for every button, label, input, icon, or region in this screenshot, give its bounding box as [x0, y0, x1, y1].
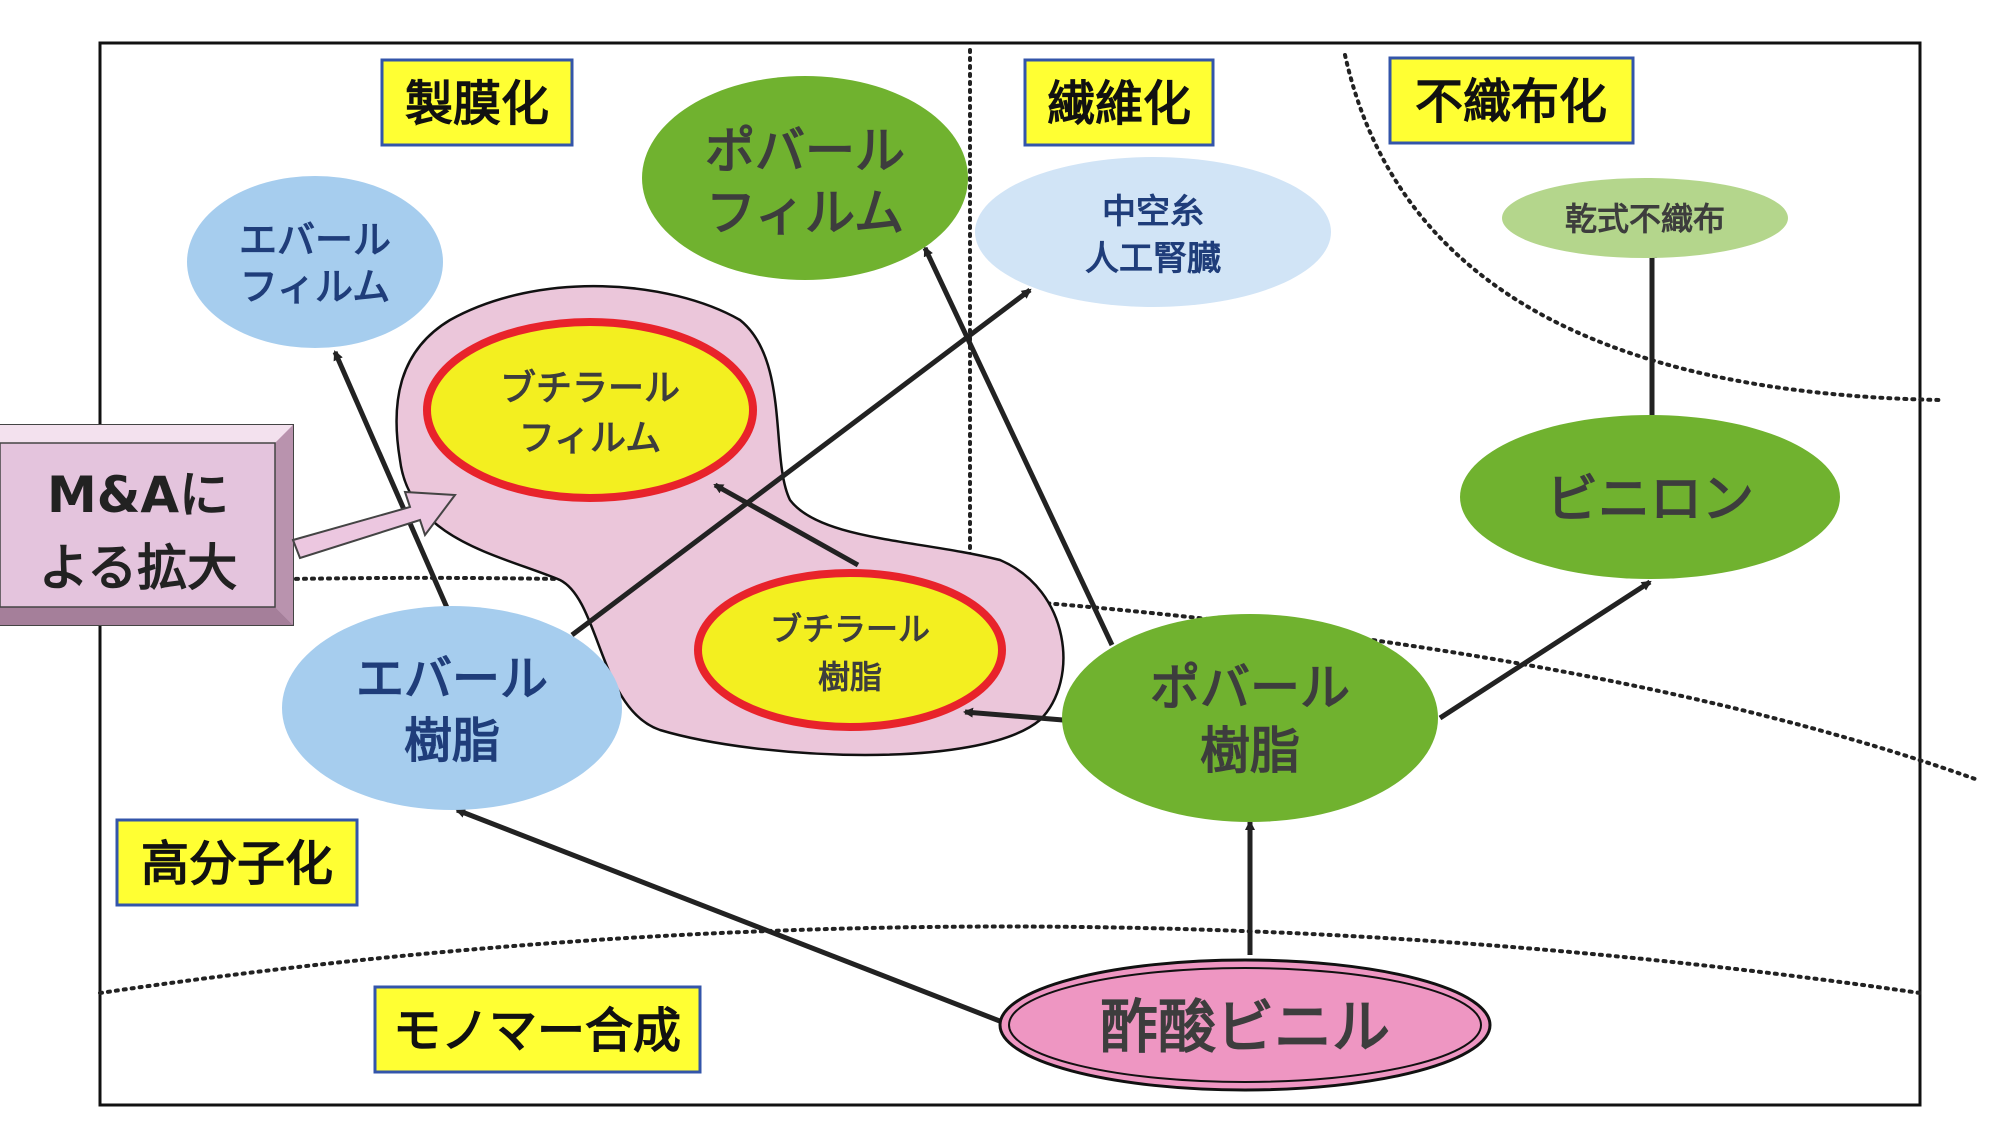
- node-vinyl-acetate: 酢酸ビニル: [998, 958, 1492, 1092]
- stage-label-membrane: 製膜化: [380, 58, 574, 147]
- stage-label-fiber-text: 繊維化: [1047, 76, 1191, 132]
- ma-callout-line2: よる拡大: [39, 539, 238, 597]
- arrow-butyralresin-to-butyralfilm: [713, 482, 860, 568]
- node-butyral-film: ブチラール フィルム: [423, 318, 757, 502]
- node-dry-nonwoven-text: 乾式不織布: [1565, 200, 1725, 238]
- ma-callout-arrow: [291, 490, 457, 560]
- node-vinyl-acetate-text: 酢酸ビニル: [1100, 993, 1390, 1061]
- node-poval-resin-line1: ポバール: [1150, 659, 1350, 717]
- node-hollow-fiber: 中空糸 人工腎臓: [975, 157, 1331, 307]
- stage-label-membrane-text: 製膜化: [405, 76, 549, 132]
- stage-label-nonwoven: 不織布化: [1388, 56, 1635, 145]
- node-eval-resin-line1: エバール: [356, 651, 548, 707]
- node-poval-resin-line2: 樹脂: [1200, 722, 1300, 780]
- boundary-monomer: [98, 924, 1922, 995]
- node-vinylon-text: ビニロン: [1546, 470, 1754, 530]
- node-hollow-fiber-line1: 中空糸: [1102, 192, 1204, 232]
- node-eval-film-line1: エバール: [239, 218, 391, 262]
- ma-callout-line1: M&Aに: [47, 466, 229, 524]
- node-butyral-resin: ブチラール 樹脂: [694, 569, 1006, 731]
- node-poval-film: ポバール フィルム: [642, 76, 968, 280]
- stage-label-polymerization-text: 高分子化: [141, 836, 333, 892]
- stage-label-fiber: 繊維化: [1023, 58, 1215, 147]
- stage-label-monomer: モノマー合成: [373, 985, 702, 1074]
- node-butyral-resin-line1: ブチラール: [770, 610, 930, 648]
- arrow-povalresin-to-butyralresin: [963, 707, 1064, 723]
- arrow-vinylacetate-to-evalresin: [455, 807, 1011, 1028]
- node-vinylon: ビニロン: [1460, 415, 1840, 579]
- stage-label-monomer-text: モノマー合成: [393, 1003, 681, 1059]
- ma-callout: M&Aに よる拡大: [0, 424, 294, 626]
- flow-arrows: [332, 246, 1657, 1028]
- arrow-evalresin-to-evalfilm: [332, 350, 451, 612]
- stage-label-polymerization: 高分子化: [115, 818, 359, 907]
- node-eval-film: エバール フィルム: [187, 176, 443, 348]
- node-poval-film-line1: ポバール: [705, 122, 905, 180]
- node-eval-film-line2: フィルム: [240, 265, 390, 309]
- node-butyral-resin-line2: 樹脂: [818, 658, 882, 696]
- arrow-povalresin-to-povalfilm: [922, 246, 1115, 647]
- arrow-povalresin-to-vinylon: [1438, 579, 1652, 721]
- node-poval-film-line2: フィルム: [706, 184, 904, 242]
- node-poval-resin: ポバール 樹脂: [1062, 614, 1438, 822]
- node-butyral-film-line1: ブチラール: [500, 367, 680, 409]
- arrow-evalresin-to-hollowfiber: [570, 288, 1032, 637]
- stage-label-nonwoven-text: 不織布化: [1415, 74, 1607, 130]
- node-eval-resin-line2: 樹脂: [404, 713, 500, 769]
- node-dry-nonwoven: 乾式不織布: [1502, 178, 1788, 258]
- node-butyral-film-line2: フィルム: [519, 418, 662, 459]
- node-eval-resin: エバール 樹脂: [282, 606, 622, 810]
- boundary-nonwoven: [1343, 53, 1942, 402]
- node-hollow-fiber-line2: 人工腎臓: [1085, 239, 1221, 279]
